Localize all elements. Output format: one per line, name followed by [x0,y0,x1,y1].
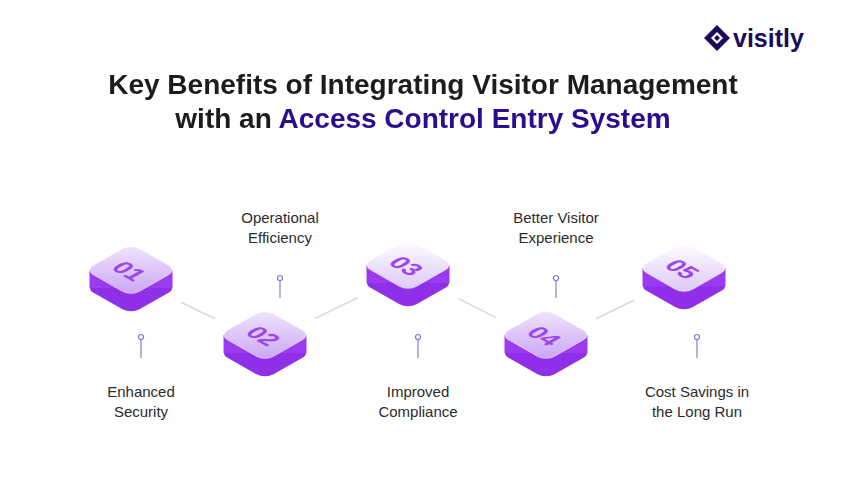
step-tile: 04Better Visitor Experience [496,305,596,381]
logo-diamond-core [714,35,720,41]
brand-name: visitly [733,24,804,52]
connector-line [596,300,634,318]
diagram-title: Key Benefits of Integrating Visitor Mana… [93,68,753,136]
step-tile: 01Enhanced Security [81,240,181,316]
connector-line [458,298,496,317]
leader-dot [278,276,283,281]
tile-face [85,244,177,296]
benefit-label: Cost Savings in the Long Run [636,382,758,422]
benefit-label: Improved Compliance [358,382,478,422]
logo-diamond-inner [711,32,723,44]
leader-line [555,280,556,298]
connector-line [181,302,215,318]
leader-dot [139,335,144,340]
leader-dot [416,335,421,340]
tile-face [219,309,311,361]
step-tile: 05Cost Savings in the Long Run [634,238,734,314]
benefit-label: Enhanced Security [86,382,196,422]
benefit-label: Operational Efficiency [220,208,340,248]
tile-face [362,239,454,291]
leader-line [696,339,697,358]
leader-line [417,339,418,358]
benefit-label: Better Visitor Experience [486,208,626,248]
leader-dot [695,335,700,340]
step-tile: 03Improved Compliance [358,235,458,311]
logo-diamond [704,25,730,51]
leader-line [279,280,280,298]
tile-face [638,242,730,294]
leader-line [140,339,141,358]
logo-icon [704,25,730,51]
tile-face [500,309,592,361]
connector-line [315,297,358,318]
leader-dot [554,276,559,281]
step-tile: 02Operational Efficiency [215,305,315,381]
